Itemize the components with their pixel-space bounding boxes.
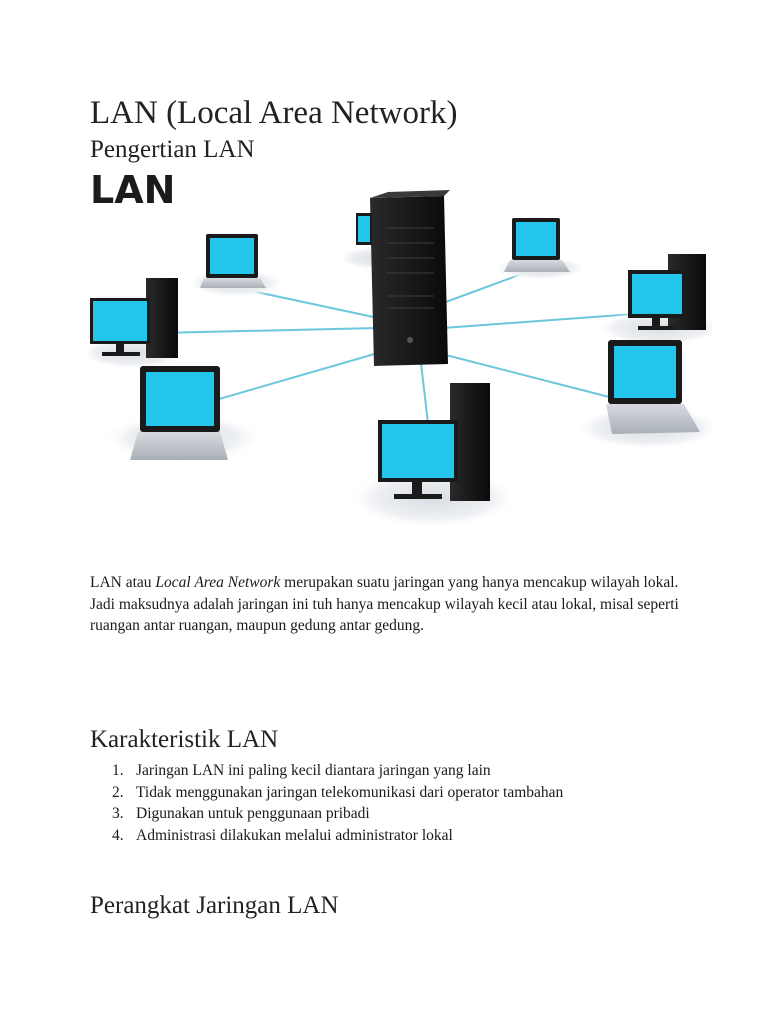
lan-network-diagram: LAN — [88, 168, 712, 528]
desktop-icon — [378, 383, 490, 501]
section-heading-pengertian: Pengertian LAN — [90, 136, 255, 163]
desktop-icon — [90, 278, 178, 358]
list-item: 4.Administrasi dilakukan melalui adminis… — [112, 826, 453, 844]
desktop-icon — [628, 254, 706, 330]
description-line-2: Jadi maksudnya adalah jaringan ini tuh h… — [90, 595, 679, 635]
lan-description: LAN atau Local Area Network merupakan su… — [90, 572, 710, 637]
list-item: 1.Jaringan LAN ini paling kecil diantara… — [112, 762, 491, 779]
list-item: 3.Digunakan untuk penggunaan pribadi — [112, 805, 370, 822]
list-item: 2.Tidak menggunakan jaringan telekomunik… — [112, 783, 564, 801]
characteristics-list: 1.Jaringan LAN ini paling kecil diantara… — [90, 760, 710, 846]
section-heading-perangkat: Perangkat Jaringan LAN — [90, 892, 339, 919]
server-icon — [370, 190, 450, 366]
laptop-icon — [606, 340, 700, 434]
laptop-icon — [504, 218, 570, 272]
desktop-icon — [356, 213, 372, 245]
description-line-1: LAN atau Local Area Network merupakan su… — [90, 574, 679, 591]
laptop-icon — [130, 366, 228, 460]
laptop-icon — [200, 234, 266, 288]
page-title: LAN (Local Area Network) — [90, 95, 458, 131]
diagram-label: LAN — [90, 168, 175, 212]
section-heading-karakteristik: Karakteristik LAN — [90, 726, 279, 753]
